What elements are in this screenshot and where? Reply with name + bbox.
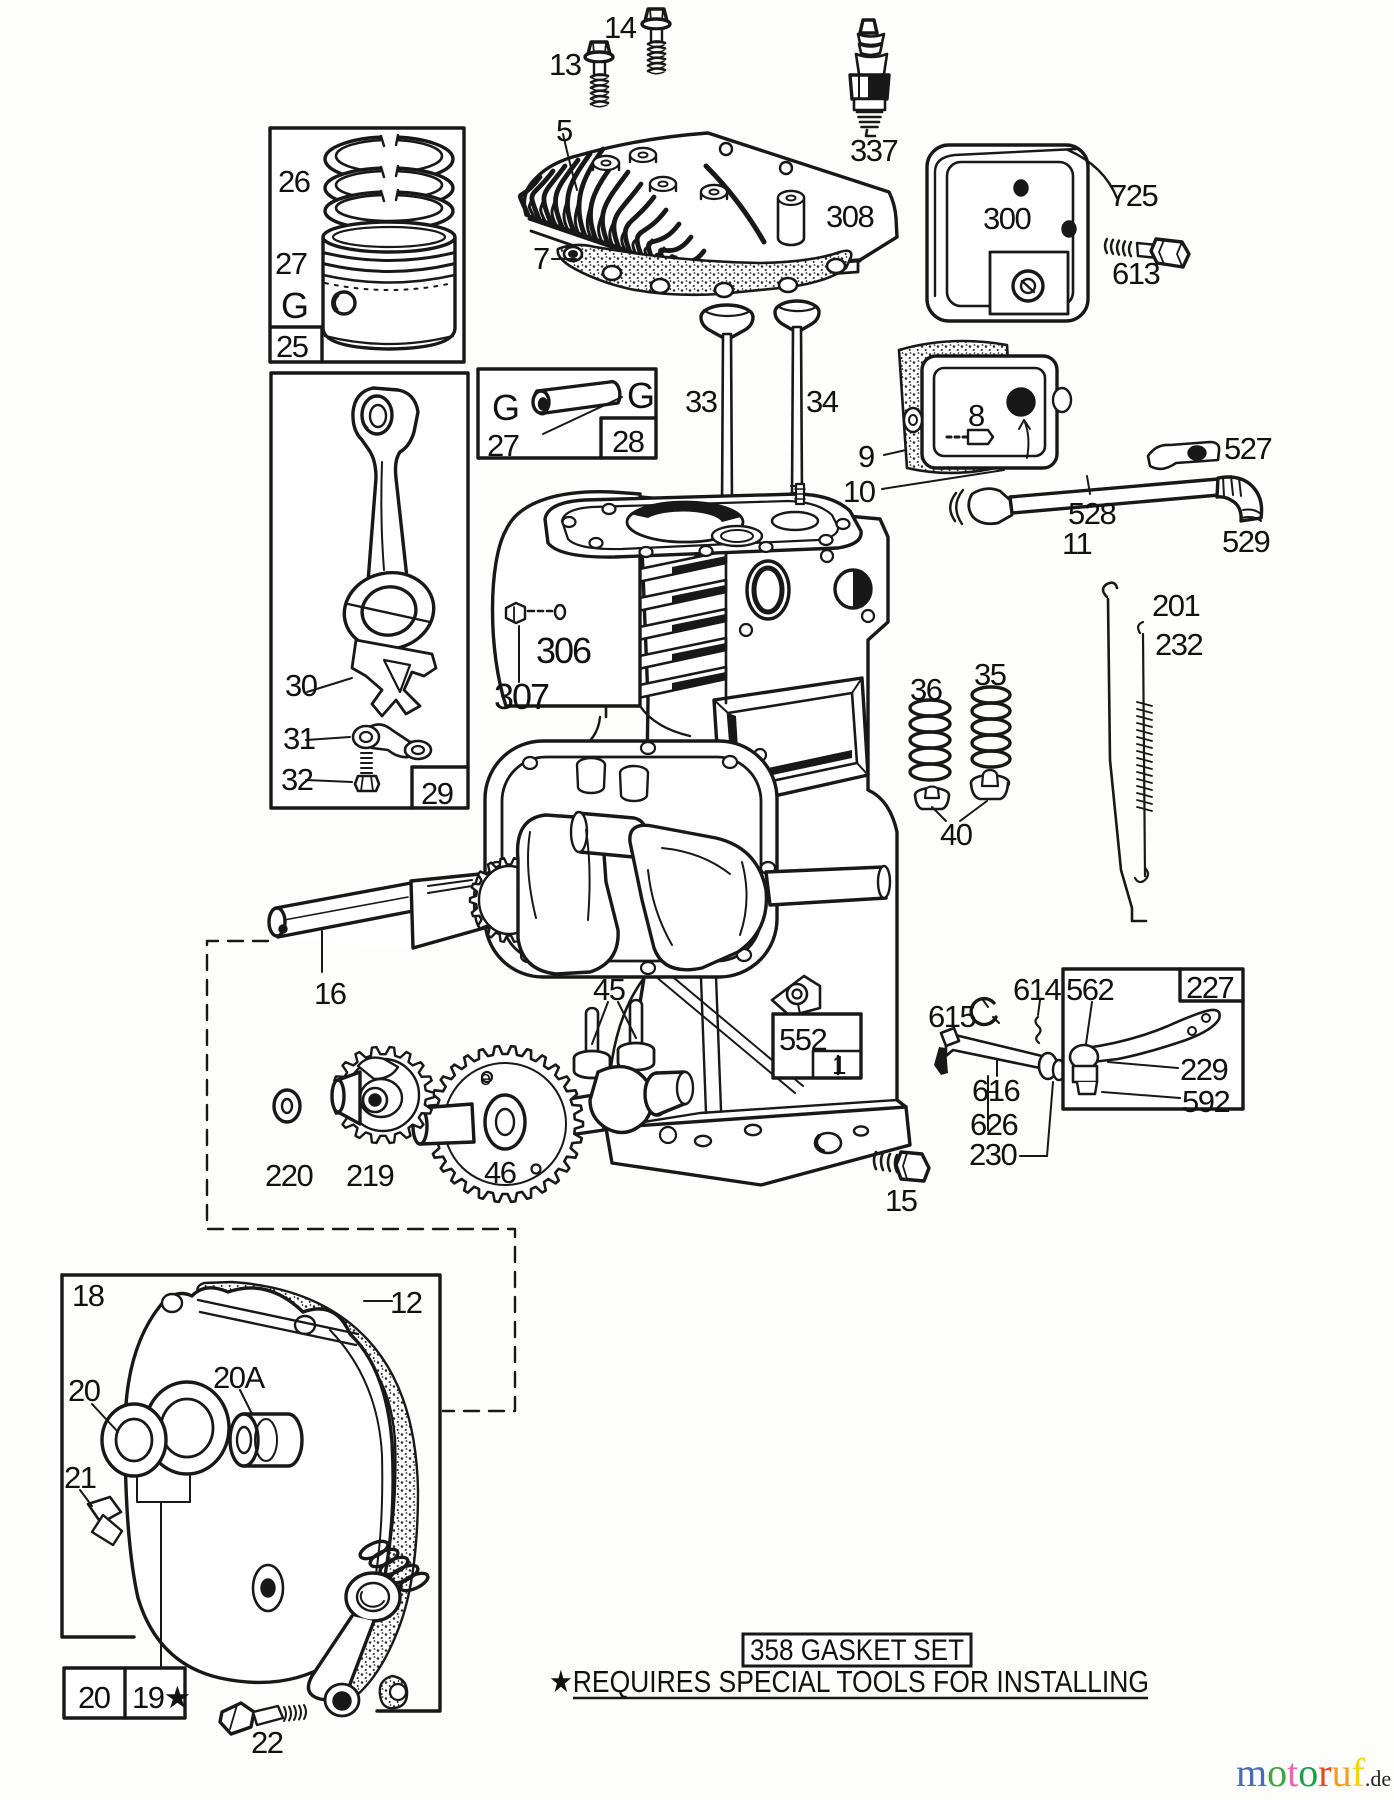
svg-text:e: e <box>480 1068 491 1090</box>
svg-text:G: G <box>627 375 653 416</box>
svg-text:306: 306 <box>536 630 591 671</box>
svg-text:614: 614 <box>1013 972 1061 1007</box>
svg-text:8: 8 <box>968 398 984 433</box>
svg-text:11: 11 <box>1062 526 1091 561</box>
svg-text:527: 527 <box>1224 431 1271 466</box>
svg-text:45: 45 <box>593 972 625 1007</box>
svg-text:528: 528 <box>1068 496 1115 531</box>
svg-text:615: 615 <box>928 999 975 1034</box>
svg-text:232: 232 <box>1155 627 1202 662</box>
svg-text:725: 725 <box>1110 178 1157 213</box>
svg-text:300: 300 <box>983 201 1031 236</box>
svg-text:19★: 19★ <box>132 1680 190 1715</box>
svg-text:35: 35 <box>974 657 1006 692</box>
svg-text:21: 21 <box>64 1460 96 1495</box>
svg-text:G: G <box>281 285 307 326</box>
svg-text:G: G <box>492 387 518 428</box>
svg-text:29: 29 <box>421 776 453 811</box>
svg-text:613: 613 <box>1112 256 1159 291</box>
svg-text:308: 308 <box>826 199 873 234</box>
svg-text:30: 30 <box>285 668 318 703</box>
svg-text:12: 12 <box>390 1285 422 1320</box>
svg-text:15: 15 <box>885 1183 917 1218</box>
svg-text:27: 27 <box>487 428 519 463</box>
svg-text:46: 46 <box>484 1155 516 1190</box>
svg-text:34: 34 <box>806 384 839 419</box>
svg-text:1: 1 <box>832 1050 846 1080</box>
svg-text:358 GASKET SET: 358 GASKET SET <box>750 1634 964 1667</box>
svg-text:33: 33 <box>685 384 717 419</box>
svg-text:10: 10 <box>843 474 876 509</box>
svg-text:201: 201 <box>1152 588 1199 623</box>
svg-text:337: 337 <box>850 133 897 168</box>
svg-text:13: 13 <box>549 47 581 82</box>
svg-text:227: 227 <box>1186 970 1233 1005</box>
svg-text:529: 529 <box>1222 524 1269 559</box>
svg-text:616: 616 <box>972 1073 1019 1108</box>
svg-text:27: 27 <box>275 246 307 281</box>
svg-text:36: 36 <box>910 672 942 707</box>
svg-text:7: 7 <box>533 241 549 276</box>
svg-text:motoruf.de: motoruf.de <box>1236 1750 1391 1795</box>
svg-text:5: 5 <box>556 113 572 148</box>
svg-text:552: 552 <box>779 1022 826 1057</box>
svg-text:16: 16 <box>314 976 346 1011</box>
svg-text:31: 31 <box>283 721 315 756</box>
svg-text:220: 220 <box>265 1158 313 1193</box>
svg-text:20: 20 <box>78 1680 111 1715</box>
svg-text:20: 20 <box>68 1373 101 1408</box>
svg-text:32: 32 <box>281 762 313 797</box>
svg-text:25: 25 <box>276 329 308 364</box>
svg-text:18: 18 <box>72 1278 104 1313</box>
svg-text:592: 592 <box>1182 1084 1229 1119</box>
svg-text:562: 562 <box>1066 972 1113 1007</box>
svg-text:230: 230 <box>969 1137 1017 1172</box>
svg-text:26: 26 <box>278 164 310 199</box>
svg-text:14: 14 <box>604 10 637 45</box>
svg-text:20A: 20A <box>213 1360 265 1395</box>
svg-text:28: 28 <box>612 424 644 459</box>
svg-text:307: 307 <box>494 676 549 717</box>
svg-text:219: 219 <box>346 1158 393 1193</box>
svg-text:626: 626 <box>970 1107 1017 1142</box>
svg-text:229: 229 <box>1180 1052 1227 1087</box>
svg-text:9: 9 <box>858 439 874 474</box>
svg-text:★REQUIRES SPECIAL TOOLS FOR IN: ★REQUIRES SPECIAL TOOLS FOR INSTALLING <box>549 1664 1149 1699</box>
svg-text:40: 40 <box>940 817 973 852</box>
svg-text:22: 22 <box>251 1725 283 1760</box>
